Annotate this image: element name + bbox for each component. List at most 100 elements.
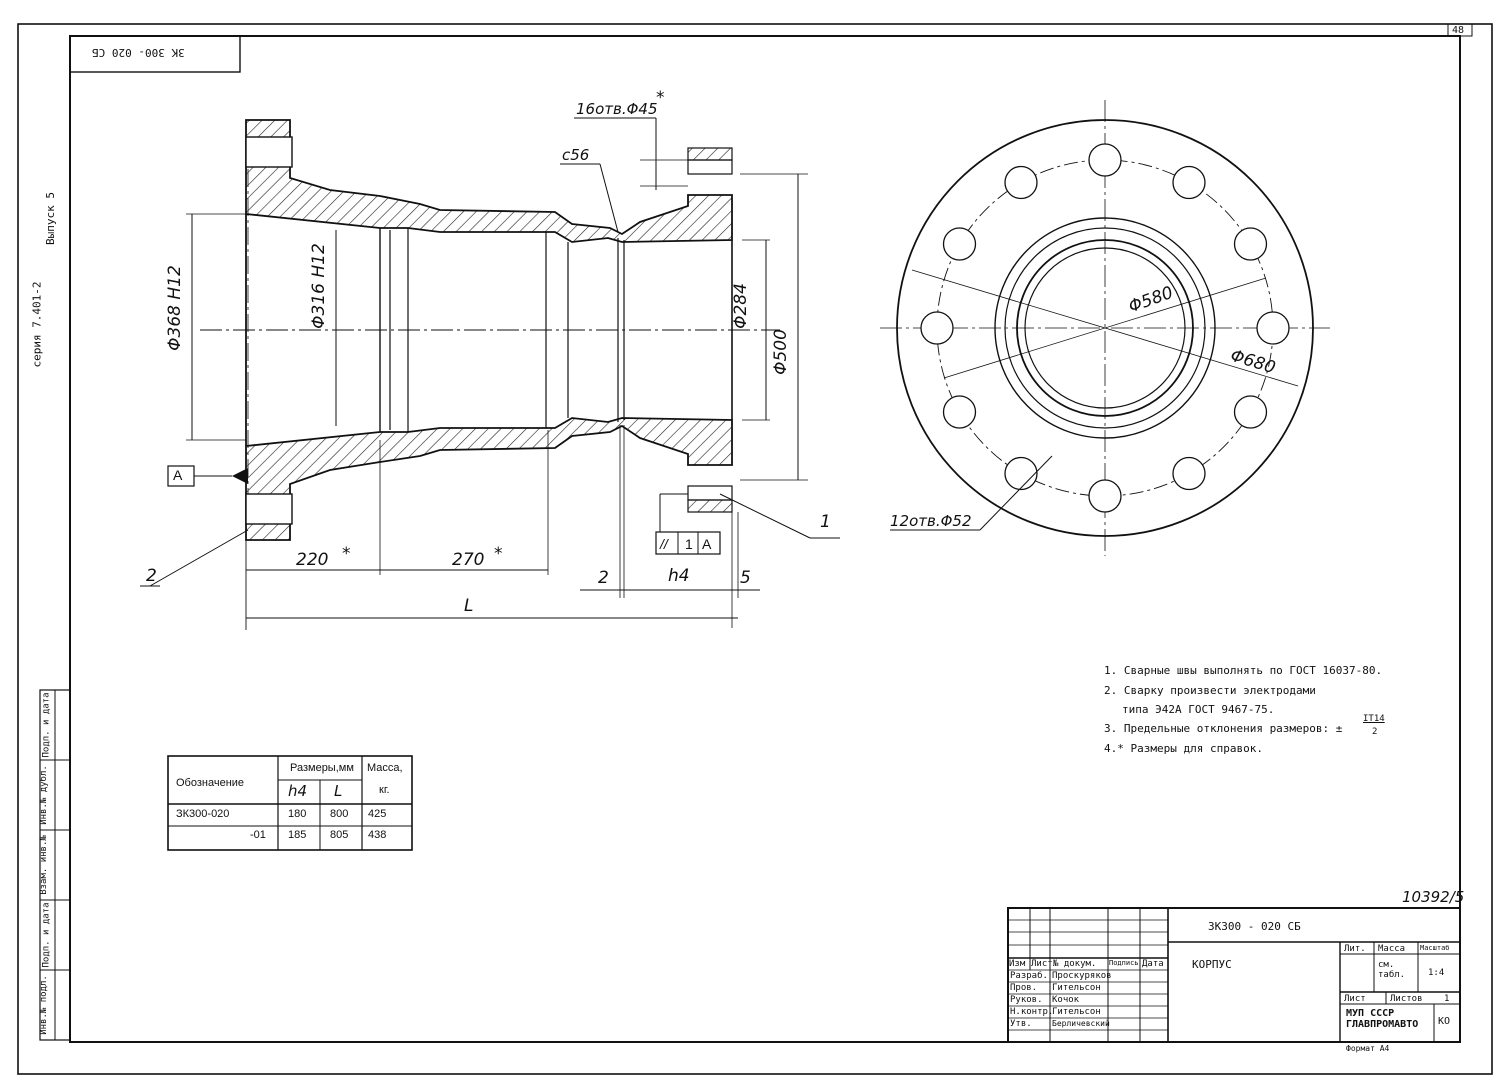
bolt-hole xyxy=(1233,395,1268,429)
dim-L: L xyxy=(464,596,474,616)
bolt-hole xyxy=(1004,456,1038,491)
side-mark: Подп. и дата xyxy=(41,692,52,758)
title-name: КОРПУС xyxy=(1192,958,1232,971)
dim-star: * xyxy=(494,544,503,564)
dim-d284: Φ284 xyxy=(730,283,751,329)
note-2: 2. Сварку произвести электродами xyxy=(1104,684,1316,697)
role: Разраб. xyxy=(1010,971,1048,981)
scale-value: 1:4 xyxy=(1428,968,1445,978)
bolt-hole xyxy=(942,395,977,429)
inner-frame xyxy=(69,35,1461,1043)
role: Руков. xyxy=(1010,995,1043,1005)
side-mark: Взам. инв.№ xyxy=(38,835,49,895)
scale-label: Масштаб xyxy=(1420,944,1450,952)
person-name: Берличевский xyxy=(1052,1019,1110,1028)
note-3-den: 2 xyxy=(1372,727,1378,737)
col-list: Лист xyxy=(1031,959,1053,969)
callout-2: 2 xyxy=(146,566,157,586)
dim-holes-small: 16отв.Φ45 xyxy=(576,100,658,118)
col-sign: Подпись xyxy=(1109,959,1139,967)
dim-holes-big: 12отв.Φ52 xyxy=(890,512,972,530)
table-header-mass-unit: кг. xyxy=(379,784,390,796)
dim-star: * xyxy=(342,544,351,564)
bolt-hole xyxy=(1172,456,1206,491)
dim-5: 5 xyxy=(740,568,751,588)
sheets-value: 1 xyxy=(1444,994,1450,1004)
issue-label: Выпуск 5 xyxy=(43,192,57,245)
dim-270: 270 xyxy=(452,550,485,570)
bolt-hole xyxy=(1233,227,1268,261)
series-label: серия 7.401-2 xyxy=(30,281,44,368)
table-row-designation: -01 xyxy=(250,829,266,841)
sheet-label: Лист xyxy=(1344,994,1366,1004)
variants-table xyxy=(167,755,413,851)
col-date: Дата xyxy=(1142,959,1164,969)
table-row-L: 800 xyxy=(330,808,349,820)
bolt-hole xyxy=(1256,311,1290,345)
title-block xyxy=(1007,907,1461,1043)
bolt-hole xyxy=(1088,479,1122,513)
dim-h4: h4 xyxy=(668,566,690,586)
tol-datum: A xyxy=(702,536,712,552)
side-mark: Подп. и дата xyxy=(41,902,52,968)
mass-value: см. табл. xyxy=(1378,960,1406,980)
dim-220: 220 xyxy=(296,550,329,570)
callout-1: 1 xyxy=(820,512,831,532)
sheets-label: Листов xyxy=(1390,994,1423,1004)
table-header-L: L xyxy=(334,782,343,800)
side-mark: Инв.№ подл. xyxy=(38,975,49,1035)
person-name: Гительсон xyxy=(1052,1007,1101,1017)
org-code: КО xyxy=(1438,1016,1451,1027)
dim-2: 2 xyxy=(598,568,609,588)
archive-number: 10392/5 xyxy=(1402,888,1465,906)
col-doc: № докум. xyxy=(1053,959,1097,969)
table-header-designation: Обозначение xyxy=(176,777,245,789)
table-row-mass: 425 xyxy=(368,808,387,820)
dim-d368: Φ368 H12 xyxy=(164,265,185,351)
table-row-L: 805 xyxy=(330,829,349,841)
table-row-h4: 185 xyxy=(288,829,307,841)
mass-label: Масса xyxy=(1378,944,1406,954)
bolt-hole xyxy=(1172,165,1206,200)
dim-d500: Φ500 xyxy=(770,329,791,375)
table-row-h4: 180 xyxy=(288,808,307,820)
dim-d316: Φ316 H12 xyxy=(308,243,329,329)
lit-label: Лит. xyxy=(1344,944,1366,954)
dim-star: * xyxy=(656,88,665,108)
person-name: Гительсон xyxy=(1052,983,1101,993)
person-name: Проскуряков xyxy=(1052,971,1112,981)
note-3-num: IT14 xyxy=(1363,714,1385,724)
dim-chamfer: с56 xyxy=(562,146,590,164)
side-mark: Инв.№ дубл. xyxy=(38,765,49,825)
role: Утв. xyxy=(1010,1019,1032,1029)
note-2-cont: типа Э42А ГОСТ 9467-75. xyxy=(1122,703,1275,716)
person-name: Кочок xyxy=(1052,995,1080,1005)
table-header-dimensions: Размеры,мм xyxy=(290,762,354,774)
bolt-hole xyxy=(942,227,977,261)
outer-frame xyxy=(17,23,1493,1075)
tol-value: 1 xyxy=(685,536,693,552)
role: Пров. xyxy=(1010,983,1038,993)
table-header-h4: h4 xyxy=(288,782,308,800)
flange-front-view xyxy=(880,100,1330,556)
table-row-designation: ЗК300-020 xyxy=(176,808,230,820)
bolt-hole xyxy=(920,311,954,345)
note-1: 1. Сварные швы выполнять по ГОСТ 16037-8… xyxy=(1104,664,1383,677)
sheet-number: 48 xyxy=(1452,25,1465,36)
title-code: ЗК300 - 020 СБ xyxy=(1208,920,1301,933)
bolt-hole xyxy=(1088,143,1122,177)
top-code: ЗК 300- 020 СБ xyxy=(92,46,185,59)
format-label: Формат А4 xyxy=(1346,1044,1390,1053)
bolt-hole xyxy=(1004,165,1038,200)
role: Н.контр. xyxy=(1010,1007,1054,1017)
note-3: 3. Предельные отклонения размеров: ± xyxy=(1104,722,1343,735)
table-header-mass: Масса, xyxy=(367,762,403,774)
table-row-mass: 438 xyxy=(368,829,387,841)
note-4: 4.* Размеры для справок. xyxy=(1104,742,1263,755)
datum-a-label: A xyxy=(173,467,183,483)
col-izm: Изм xyxy=(1009,959,1026,969)
org-name: МУП СССР ГЛАВПРОМАВТО xyxy=(1346,1008,1419,1030)
tol-symbol: // xyxy=(660,536,668,552)
